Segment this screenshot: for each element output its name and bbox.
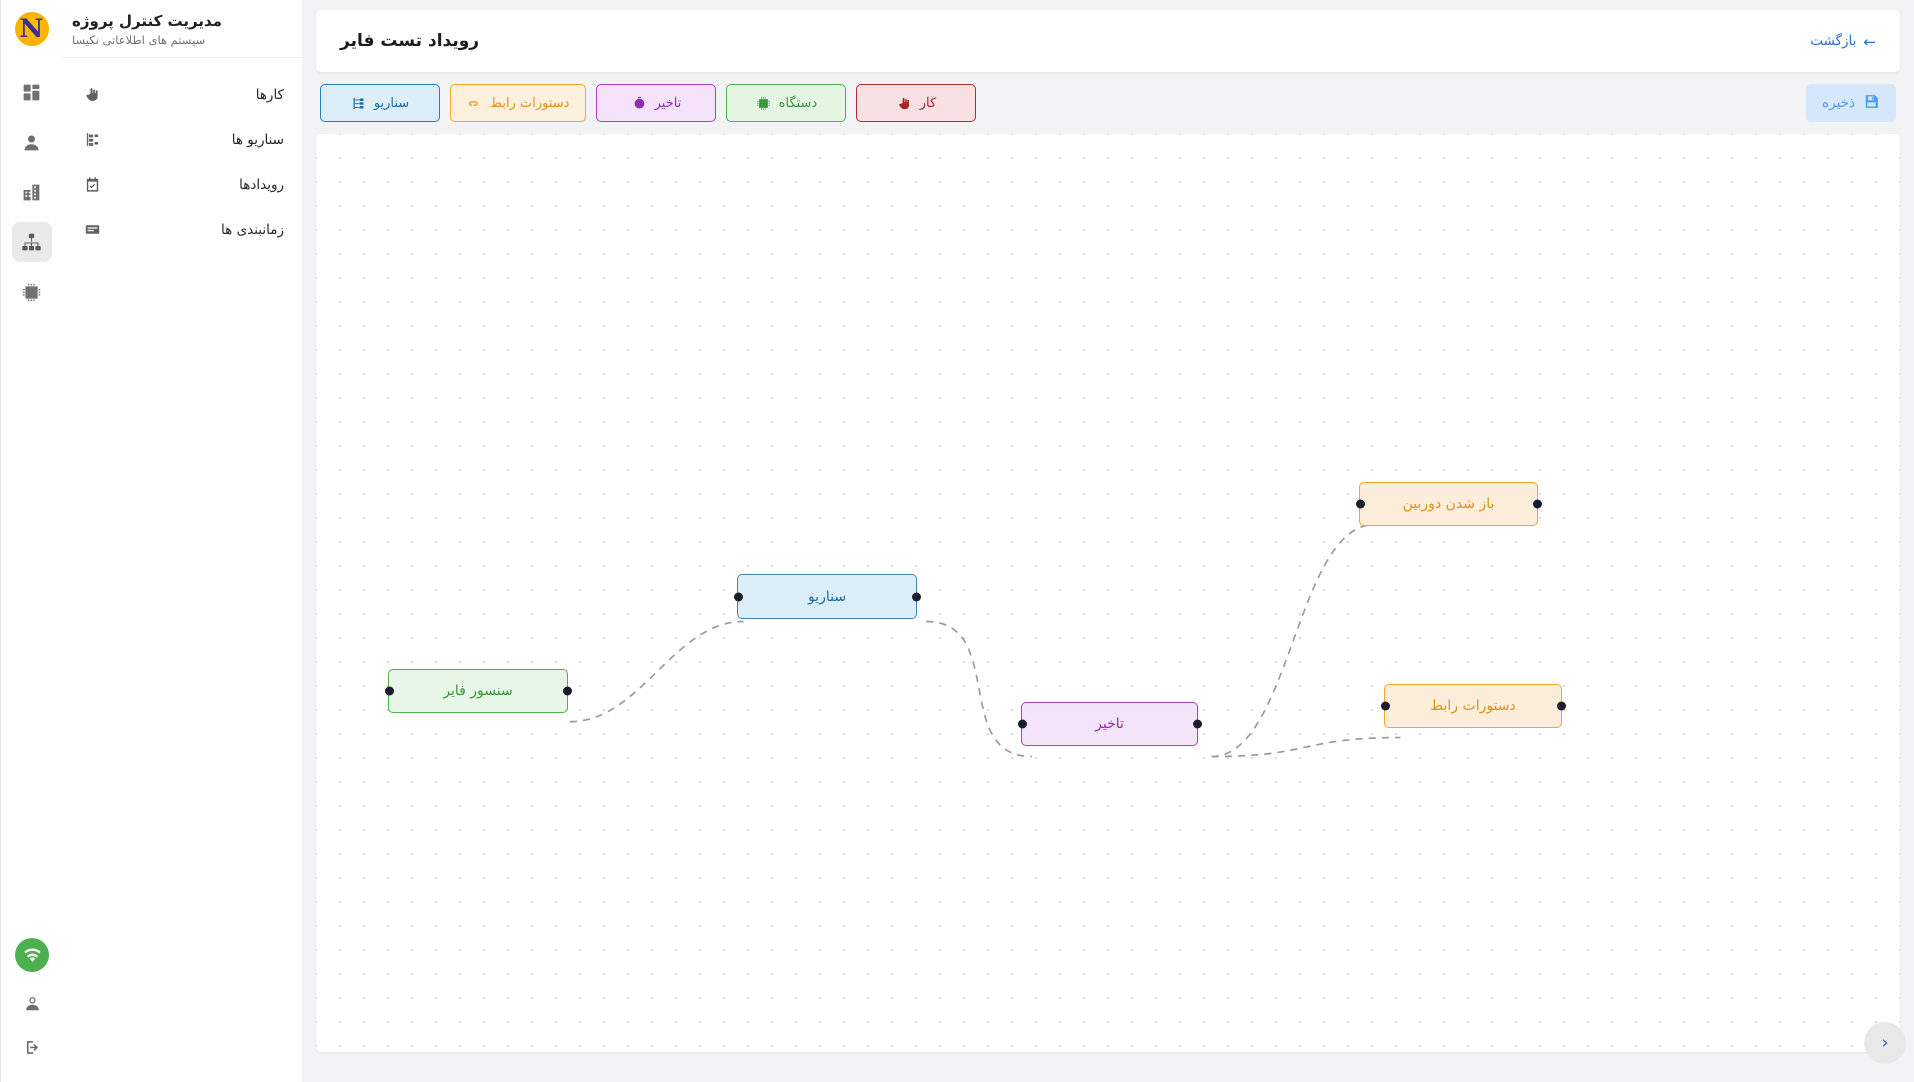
rail-item-list xyxy=(11,72,52,312)
app-logo: N xyxy=(1,0,63,58)
node-button-label: دستگاه xyxy=(778,95,818,111)
schedule-icon xyxy=(78,221,106,238)
sidebar-menu: کارها سناریو ها رویدادها زمانبندی ها xyxy=(62,58,302,252)
save-button[interactable]: ذخیره xyxy=(1806,84,1896,122)
node-handle-right[interactable] xyxy=(562,686,572,696)
flow-node-camera-open[interactable]: باز شدن دوربین xyxy=(1355,482,1542,526)
back-button[interactable]: بازگشت ← xyxy=(1810,33,1876,49)
sidebar-item-scenarios[interactable]: سناریو ها xyxy=(62,117,302,162)
node-button-label: سناریو xyxy=(373,95,410,111)
node-button-group: کار دستگاه تاخیر دستورات رابط xyxy=(320,84,977,122)
flow-node-label: سنسور فایر xyxy=(443,683,513,699)
node-button-label: تاخیر xyxy=(654,95,682,111)
menu-column: مدیریت کنترل پروژه سیستم های اطلاعاتی نک… xyxy=(62,0,302,1082)
click-hand-icon xyxy=(78,86,106,103)
flow-node-link-commands[interactable]: دستورات رابط xyxy=(1380,684,1566,728)
node-button-label: دستورات رابط xyxy=(490,95,570,111)
flow-canvas[interactable]: سنسور فایر سناریو تاخیر باز شدن دوربین د… xyxy=(316,134,1900,1052)
wifi-icon[interactable] xyxy=(15,938,49,972)
add-delay-button[interactable]: تاخیر xyxy=(596,84,717,122)
chip-icon xyxy=(756,96,771,111)
page-title: رویداد تست فایر xyxy=(340,31,480,51)
icon-rail: N xyxy=(0,0,62,1082)
calendar-check-icon xyxy=(78,176,106,193)
flow-node-label: دستورات رابط xyxy=(1430,698,1516,714)
sidebar-item-label: کارها xyxy=(255,86,284,103)
node-toolbar: کار دستگاه تاخیر دستورات رابط xyxy=(316,72,1900,134)
sidebar-item-label: رویدادها xyxy=(239,176,284,193)
canvas-dot-grid xyxy=(316,134,1900,1052)
rail-person-icon[interactable] xyxy=(12,122,52,162)
scenario-tree-icon xyxy=(351,96,366,111)
sidebar-item-tasks[interactable]: کارها xyxy=(62,72,302,117)
node-handle-right[interactable] xyxy=(1532,499,1542,509)
flow-node-delay[interactable]: تاخیر xyxy=(1017,702,1202,746)
page-topbar: رویداد تست فایر بازگشت ← xyxy=(316,10,1900,72)
flow-node-label: تاخیر xyxy=(1095,716,1124,732)
logout-icon[interactable] xyxy=(19,1034,45,1060)
flow-node-label: باز شدن دوربین xyxy=(1402,496,1495,512)
brand-title: مدیریت کنترل پروژه xyxy=(72,11,222,30)
rail-chip-icon[interactable] xyxy=(12,272,52,312)
rail-building-icon[interactable] xyxy=(12,172,52,212)
add-scenario-button[interactable]: سناریو xyxy=(320,84,440,122)
chevron-left-icon: ‹ xyxy=(1881,1033,1889,1053)
panel-collapse-button[interactable]: ‹ xyxy=(1864,1022,1906,1064)
save-label: ذخیره xyxy=(1822,95,1855,110)
sidebar-item-label: سناریو ها xyxy=(231,131,284,148)
floppy-save-icon xyxy=(1863,93,1880,113)
node-handle-left[interactable] xyxy=(1017,719,1027,729)
node-handle-left[interactable] xyxy=(1355,499,1365,509)
add-device-button[interactable]: دستگاه xyxy=(726,84,847,122)
node-handle-left[interactable] xyxy=(384,686,394,696)
node-handle-right[interactable] xyxy=(1556,701,1566,711)
rail-dashboard-icon[interactable] xyxy=(12,72,52,112)
arrow-left-icon: ← xyxy=(1863,32,1876,51)
flow-node-scenario[interactable]: سناریو xyxy=(733,574,921,619)
node-handle-left[interactable] xyxy=(1380,701,1390,711)
right-sidebar: N xyxy=(0,0,302,1082)
flow-node-fire-sensor[interactable]: سنسور فایر xyxy=(384,669,572,713)
node-handle-left[interactable] xyxy=(733,592,743,601)
click-hand-icon xyxy=(897,96,912,111)
sidebar-item-events[interactable]: رویدادها xyxy=(62,162,302,207)
nekisa-logo-icon: N xyxy=(14,12,49,46)
node-button-label: کار xyxy=(919,95,937,111)
brand-block: مدیریت کنترل پروژه سیستم های اطلاعاتی نک… xyxy=(62,0,302,58)
main-area: رویداد تست فایر بازگشت ← کار دستگاه xyxy=(302,0,1914,1082)
add-commands-button[interactable]: دستورات رابط xyxy=(450,84,587,122)
sidebar-item-schedules[interactable]: زمانبندی ها xyxy=(62,207,302,252)
node-handle-right[interactable] xyxy=(1192,719,1202,729)
back-label: بازگشت xyxy=(1810,33,1857,49)
node-handle-right[interactable] xyxy=(911,592,921,601)
sidebar-item-label: زمانبندی ها xyxy=(221,221,284,238)
user-outline-icon[interactable] xyxy=(19,990,45,1016)
flow-node-label: سناریو xyxy=(807,588,847,605)
brand-subtitle: سیستم های اطلاعاتی نکیسا xyxy=(72,32,206,47)
rail-org-chart-icon[interactable] xyxy=(11,222,52,262)
stopwatch-icon xyxy=(632,96,647,111)
link-commands-icon xyxy=(467,96,482,111)
rail-bottom-group xyxy=(1,938,63,1060)
scenario-tree-icon xyxy=(78,131,106,148)
add-task-button[interactable]: کار xyxy=(856,84,977,122)
